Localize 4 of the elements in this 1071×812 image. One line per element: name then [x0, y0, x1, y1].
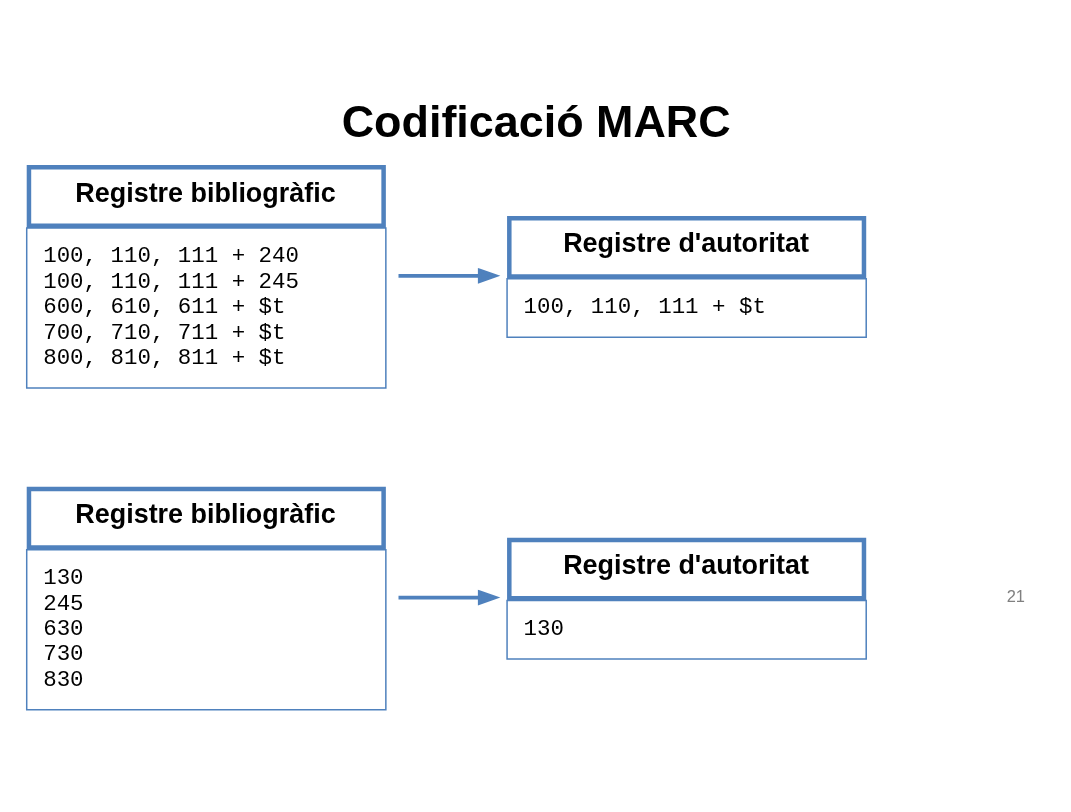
- diagram-title: Codificació MARC: [341, 96, 731, 148]
- arrow: [398, 589, 501, 606]
- label: 21: [1006, 586, 1026, 605]
- arrow: [398, 267, 501, 284]
